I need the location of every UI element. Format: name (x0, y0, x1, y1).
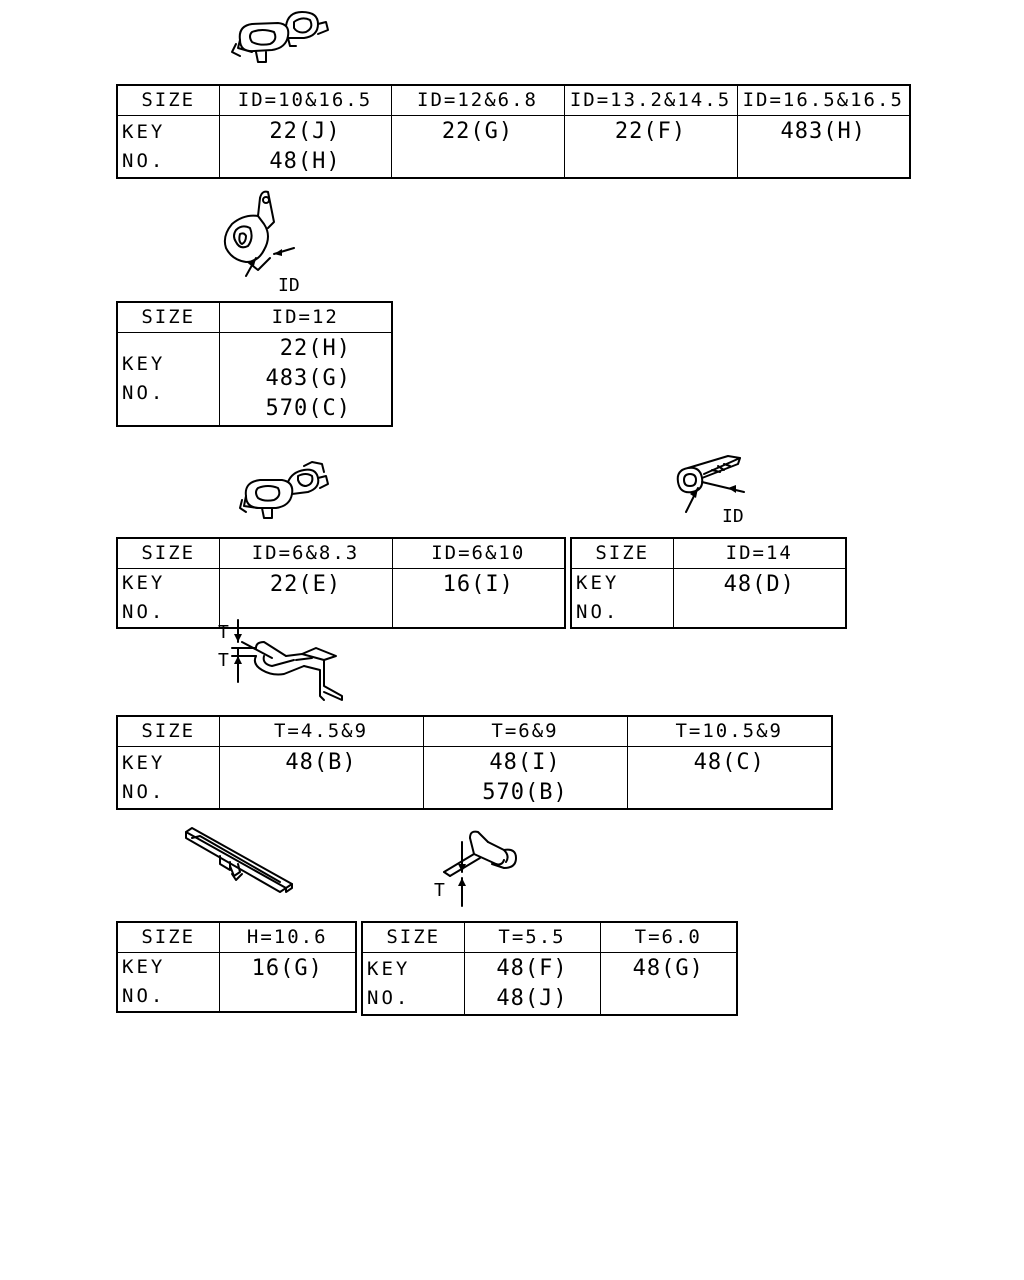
key-value: 48(G) (632, 956, 704, 981)
key-value: 48(D) (723, 572, 795, 597)
key-cell: 48(G) (599, 952, 738, 1016)
size-cell: ID=16.5&16.5 (736, 84, 911, 116)
dimension-id-label: ID (278, 275, 300, 296)
key-value: 48(C) (693, 750, 765, 775)
key-no-label: KEY NO. (116, 746, 220, 810)
size-label: SIZE (116, 715, 220, 747)
key-value: 483(G) (265, 366, 351, 391)
key-value: 22(F) (614, 119, 687, 144)
key-no-label: KEY NO. (116, 952, 220, 1013)
key-value: 48(J) (496, 986, 568, 1011)
size-cell: T=6.0 (599, 921, 738, 953)
size-cell: ID=14 (672, 537, 847, 569)
key-value: 22(G) (441, 119, 514, 144)
key-no-label: KEY NO. (570, 568, 674, 629)
key-cell: 22(H) 483(G) 570(C) (218, 332, 393, 426)
key-no-label: KEY NO. (116, 568, 220, 629)
key-value: 570(B) (482, 780, 568, 805)
double-clamp-large-table: SIZE ID=10&16.5 ID=12&6.8 ID=13.2&14.5 I… (116, 84, 911, 179)
double-clamp-small-illustration (238, 458, 338, 522)
key-no-label: KEY NO. (361, 952, 465, 1016)
dimension-t-label: T (218, 622, 229, 643)
key-value: 48(F) (496, 956, 568, 981)
key-cell: 22(J) 48(H) (218, 115, 392, 179)
key-cell: 16(G) (218, 952, 357, 1013)
size-cell: ID=13.2&14.5 (563, 84, 738, 116)
size-label: SIZE (116, 84, 220, 116)
double-clamp-illustration (230, 6, 330, 68)
double-clamp-small-drawing (239, 461, 329, 519)
size-label: SIZE (361, 921, 465, 953)
size-cell: ID=6&10 (391, 537, 566, 569)
harness-holder-drawing (185, 827, 293, 893)
panel-clip-drawing: T (434, 830, 517, 907)
dimension-t-label: T (218, 650, 229, 671)
key-cell: 22(E) (218, 568, 393, 629)
size-cell: T=4.5&9 (218, 715, 424, 747)
bracket-clamp-drawing: ID (223, 190, 300, 296)
key-cell: 48(F) 48(J) (463, 952, 601, 1016)
key-value: 48(H) (269, 149, 341, 174)
dimension-t-label: T (434, 880, 445, 901)
key-value: 16(I) (442, 572, 514, 597)
key-value: 22(J) (269, 119, 341, 144)
key-cell: 48(C) (626, 746, 833, 810)
key-cell: 22(F) (563, 115, 738, 179)
size-label: SIZE (116, 537, 220, 569)
panel-clip-illustration: T (430, 828, 530, 912)
band-clip-table: SIZE ID=14 KEY NO. 48(D) (570, 537, 847, 629)
key-value: 570(C) (265, 396, 351, 421)
key-cell: 22(G) (390, 115, 565, 179)
key-value: 22(H) (279, 336, 351, 361)
key-cell: 48(B) (218, 746, 424, 810)
size-cell: ID=10&16.5 (218, 84, 392, 116)
size-cell: T=6&9 (422, 715, 628, 747)
size-label: SIZE (570, 537, 674, 569)
edge-clip-drawing: T T (218, 619, 343, 701)
panel-clip-table: SIZE T=5.5 T=6.0 KEY NO. 48(F) 48(J) 48(… (361, 921, 738, 1016)
edge-clip-illustration: T T (212, 612, 352, 706)
size-cell: T=10.5&9 (626, 715, 833, 747)
key-value: 48(I) (489, 750, 561, 775)
double-clamp-drawing (231, 11, 329, 63)
size-cell: ID=6&8.3 (218, 537, 393, 569)
size-label: SIZE (116, 301, 220, 333)
bracket-clamp-illustration: ID (212, 188, 322, 296)
size-label: SIZE (116, 921, 220, 953)
key-no-label: KEY NO. (116, 332, 220, 426)
key-value: 22(E) (269, 572, 342, 597)
band-clip-illustration: ID (668, 452, 768, 528)
harness-holder-illustration (180, 826, 300, 898)
size-cell: H=10.6 (218, 921, 357, 953)
size-cell: T=5.5 (463, 921, 601, 953)
key-value: 16(G) (251, 956, 323, 981)
edge-clip-table: SIZE T=4.5&9 T=6&9 T=10.5&9 KEY NO. 48(B… (116, 715, 833, 810)
key-cell: 48(I) 570(B) (422, 746, 628, 810)
band-clip-drawing: ID (676, 455, 745, 527)
key-cell: 16(I) (391, 568, 566, 629)
key-no-label: KEY NO. (116, 115, 220, 179)
key-cell: 48(D) (672, 568, 847, 629)
bracket-clamp-table: SIZE ID=12 KEY NO. 22(H) 483(G) 570(C) (116, 301, 393, 427)
dimension-id-label: ID (722, 506, 744, 527)
size-cell: ID=12&6.8 (390, 84, 565, 116)
size-cell: ID=12 (218, 301, 393, 333)
key-cell: 483(H) (736, 115, 911, 179)
key-value: 48(B) (285, 750, 357, 775)
harness-holder-table: SIZE H=10.6 KEY NO. 16(G) (116, 921, 357, 1013)
key-value: 483(H) (780, 119, 866, 144)
double-clamp-small-table: SIZE ID=6&8.3 ID=6&10 KEY NO. 22(E) 16(I… (116, 537, 566, 629)
